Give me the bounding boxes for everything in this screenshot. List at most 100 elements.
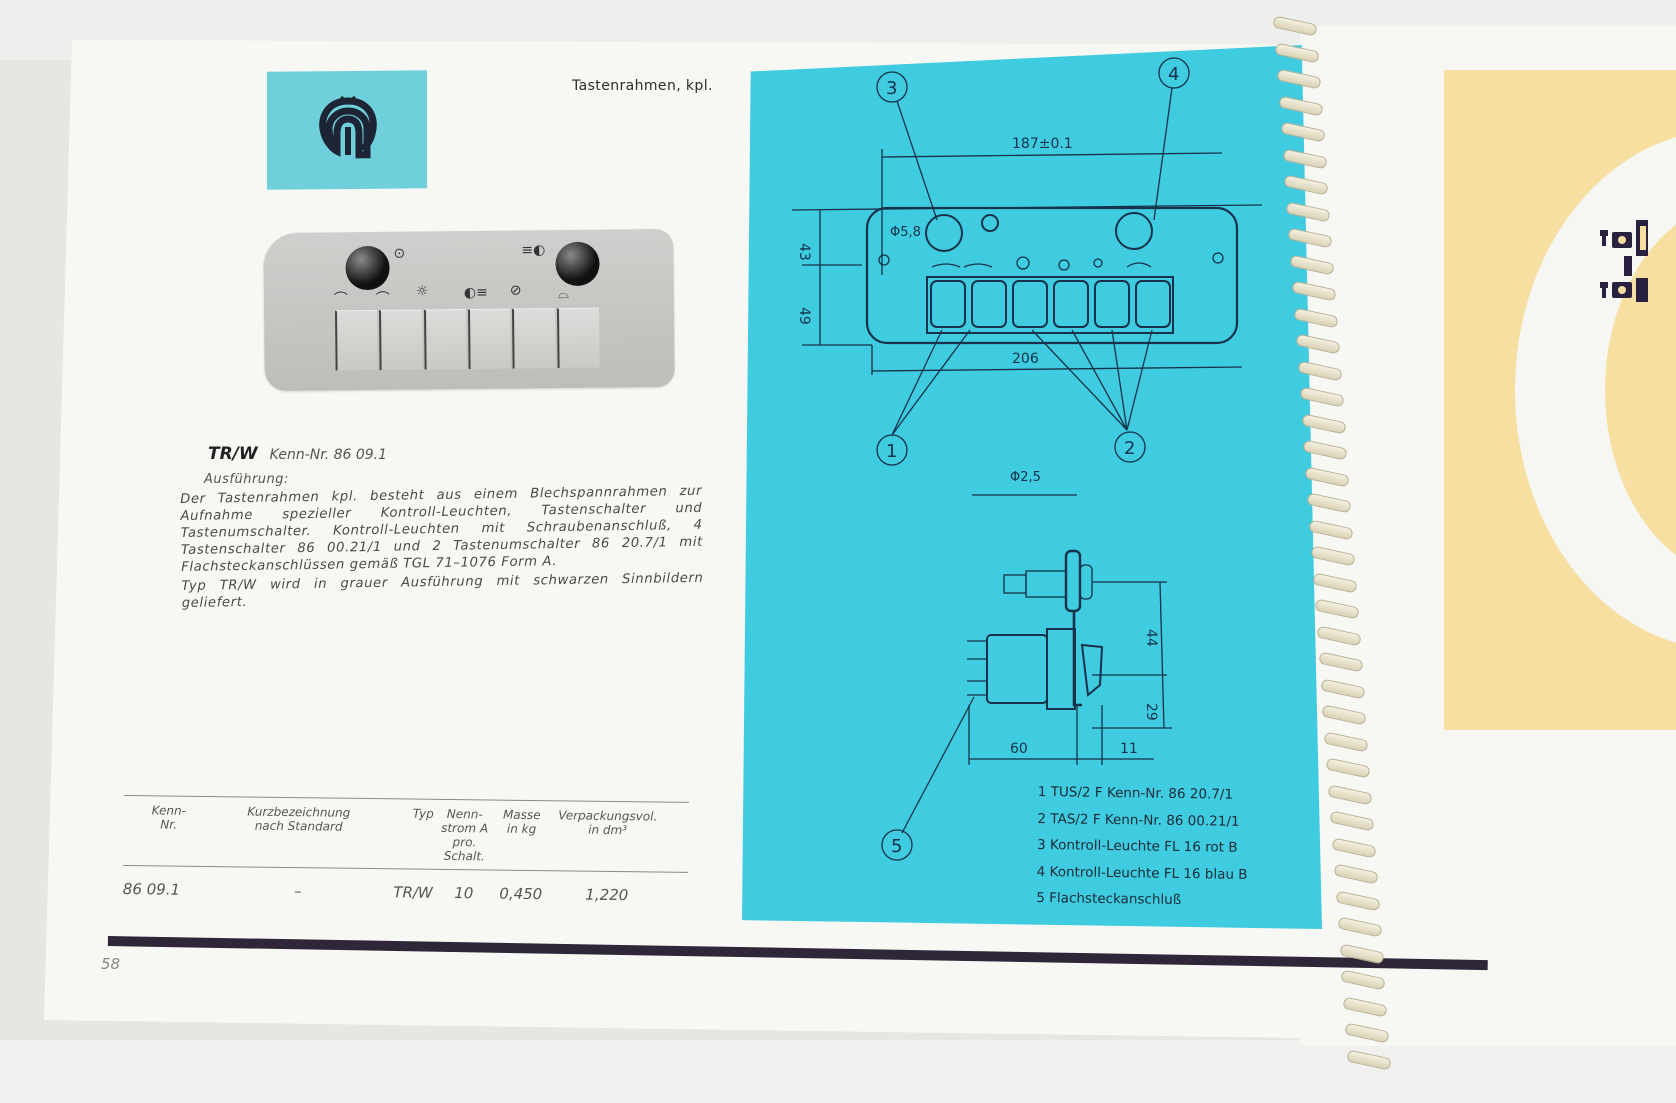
page-number: 58 bbox=[101, 955, 121, 973]
cell-masse: 0,450 bbox=[499, 884, 543, 904]
wiper-right-icon: ⌒ bbox=[375, 290, 390, 307]
indicator-lamp-red bbox=[345, 245, 390, 291]
key-symbol-icon: ⊘ bbox=[509, 282, 522, 299]
callout-4: 4 bbox=[1153, 57, 1190, 221]
wiper-left-icon: ⌒ bbox=[333, 291, 348, 308]
header-kenn-nr: Kenn- Nr. bbox=[151, 803, 187, 832]
cell-kurzbezeichnung: – bbox=[293, 882, 302, 901]
header-kurzbezeichnung: Kurzbezeichnung nach Standard bbox=[247, 804, 351, 834]
spiral-ring bbox=[1342, 996, 1389, 1017]
technical-drawing: 3 4 187±0.1 Φ5,8 43 49 206 bbox=[791, 57, 1263, 861]
product-description: Der Tastenrahmen kpl. besteht aus einem … bbox=[180, 483, 704, 614]
legend-item: 3 Kontroll-Leuchte FL 16 rot B bbox=[1036, 836, 1238, 856]
product-photo: ⊙ ≡◐ ⌒ ⌒ ☼ ◐≡ ⊘ ⌓ bbox=[263, 228, 675, 392]
spiral-ring bbox=[1295, 333, 1341, 355]
spiral-ring bbox=[1315, 625, 1362, 646]
cell-verpackung: 1,220 bbox=[585, 885, 629, 905]
spiral-binding bbox=[1265, 15, 1392, 1080]
spiral-ring bbox=[1283, 174, 1330, 196]
background-bottom bbox=[0, 1040, 1676, 1103]
legend-item: 1 TUS/2 F Kenn-Nr. 86 20.7/1 bbox=[1037, 783, 1234, 803]
spiral-ring bbox=[1336, 916, 1383, 938]
cell-nennstrom: 10 bbox=[454, 884, 474, 903]
dim-44: 44 bbox=[1143, 629, 1159, 647]
logo-tile bbox=[267, 70, 427, 190]
technical-drawing-panel bbox=[742, 45, 1322, 929]
section-title: Tastenrahmen, kpl. bbox=[572, 78, 713, 94]
spiral-ring bbox=[1314, 598, 1360, 620]
spiral-ring bbox=[1323, 731, 1370, 752]
svg-text:5: 5 bbox=[891, 836, 902, 857]
photo-key bbox=[556, 307, 600, 369]
beam-symbol-icon: ⊙ bbox=[393, 245, 406, 262]
spiral-ring bbox=[1338, 943, 1385, 964]
spiral-ring bbox=[1310, 545, 1356, 567]
spiral-ring bbox=[1321, 704, 1368, 726]
header-masse: Masse in kg bbox=[502, 807, 541, 837]
dim-11: 11 bbox=[1120, 741, 1138, 757]
header-nennstrom: Nenn- strom A pro. Schalt. bbox=[441, 806, 489, 864]
callout-5: 5 bbox=[881, 696, 975, 861]
execution-label: Ausführung: bbox=[204, 472, 289, 487]
spiral-ring bbox=[1331, 837, 1377, 858]
description-paragraph: Typ TR/W wird in grauer Ausführung mit s… bbox=[181, 570, 704, 611]
spiral-ring bbox=[1293, 307, 1339, 328]
spiral-ring bbox=[1300, 413, 1347, 434]
cell-typ: TR/W bbox=[393, 883, 433, 902]
spiral-ring bbox=[1277, 95, 1324, 116]
spiral-ring bbox=[1296, 360, 1343, 381]
table-header: Kenn- Nr. Kurzbezeichnung nach Standard … bbox=[123, 796, 689, 872]
photo-key bbox=[467, 308, 511, 370]
photo-key bbox=[423, 309, 467, 370]
spiral-ring bbox=[1319, 678, 1366, 699]
spiral-ring bbox=[1329, 810, 1375, 832]
spiral-ring bbox=[1340, 969, 1387, 991]
spiral-ring bbox=[1344, 1022, 1390, 1044]
callout-1: 1 bbox=[876, 329, 971, 466]
callout-2: 2 bbox=[1031, 329, 1153, 463]
dim-60: 60 bbox=[1010, 741, 1028, 757]
spiral-ring bbox=[1312, 572, 1358, 593]
brand-logo-icon bbox=[319, 95, 377, 159]
header-typ: Typ bbox=[412, 806, 434, 821]
dim-187: 187±0.1 bbox=[1012, 136, 1073, 152]
spiral-ring bbox=[1289, 254, 1335, 275]
spiral-ring bbox=[1276, 68, 1322, 90]
spiral-ring bbox=[1279, 121, 1326, 143]
spiral-ring bbox=[1333, 863, 1379, 885]
header-verpackung: Verpackungsvol. in dm³ bbox=[558, 808, 658, 838]
spiral-ring bbox=[1298, 386, 1345, 408]
photo-key bbox=[379, 309, 423, 370]
drawing-legend: 1 TUS/2 F Kenn-Nr. 86 20.7/1 2 TAS/2 F K… bbox=[1036, 779, 1249, 914]
spiral-ring bbox=[1287, 227, 1333, 249]
legend-item: 4 Kontroll-Leuchte FL 16 blau B bbox=[1036, 863, 1248, 883]
spiral-ring bbox=[1308, 519, 1354, 540]
fog-lamp-icon: ◐≡ bbox=[463, 284, 488, 302]
spiral-ring bbox=[1302, 439, 1349, 461]
svg-text:4: 4 bbox=[1168, 64, 1179, 85]
spiral-ring bbox=[1334, 890, 1381, 911]
spiral-ring bbox=[1327, 784, 1373, 805]
spiral-ring bbox=[1304, 466, 1351, 487]
product-kenn-nr: Kenn-Nr. 86 09.1 bbox=[269, 447, 388, 463]
description-paragraph: Der Tastenrahmen kpl. besteht aus einem … bbox=[180, 483, 703, 575]
dim-206: 206 bbox=[1012, 351, 1039, 367]
svg-text:3: 3 bbox=[886, 78, 897, 99]
spiral-ring bbox=[1274, 42, 1320, 63]
dim-29: 29 bbox=[1143, 703, 1159, 721]
spiral-ring bbox=[1317, 651, 1364, 673]
headlight-symbol-icon: ≡◐ bbox=[521, 242, 546, 259]
spiral-ring bbox=[1285, 201, 1332, 222]
light-symbol-icon: ⌓ bbox=[557, 285, 569, 303]
spiral-ring bbox=[1306, 492, 1352, 514]
svg-text:1: 1 bbox=[886, 441, 897, 462]
photo-key-row bbox=[334, 307, 601, 371]
photo-key bbox=[512, 308, 556, 369]
next-page-logo-icon bbox=[1600, 220, 1648, 302]
legend-item: 2 TAS/2 F Kenn-Nr. 86 00.21/1 bbox=[1037, 810, 1240, 830]
spec-table: Kenn- Nr. Kurzbezeichnung nach Standard … bbox=[123, 795, 689, 905]
indicator-lamp-blue bbox=[555, 241, 600, 287]
spiral-ring bbox=[1325, 757, 1371, 779]
sun-symbol-icon: ☼ bbox=[415, 283, 429, 300]
